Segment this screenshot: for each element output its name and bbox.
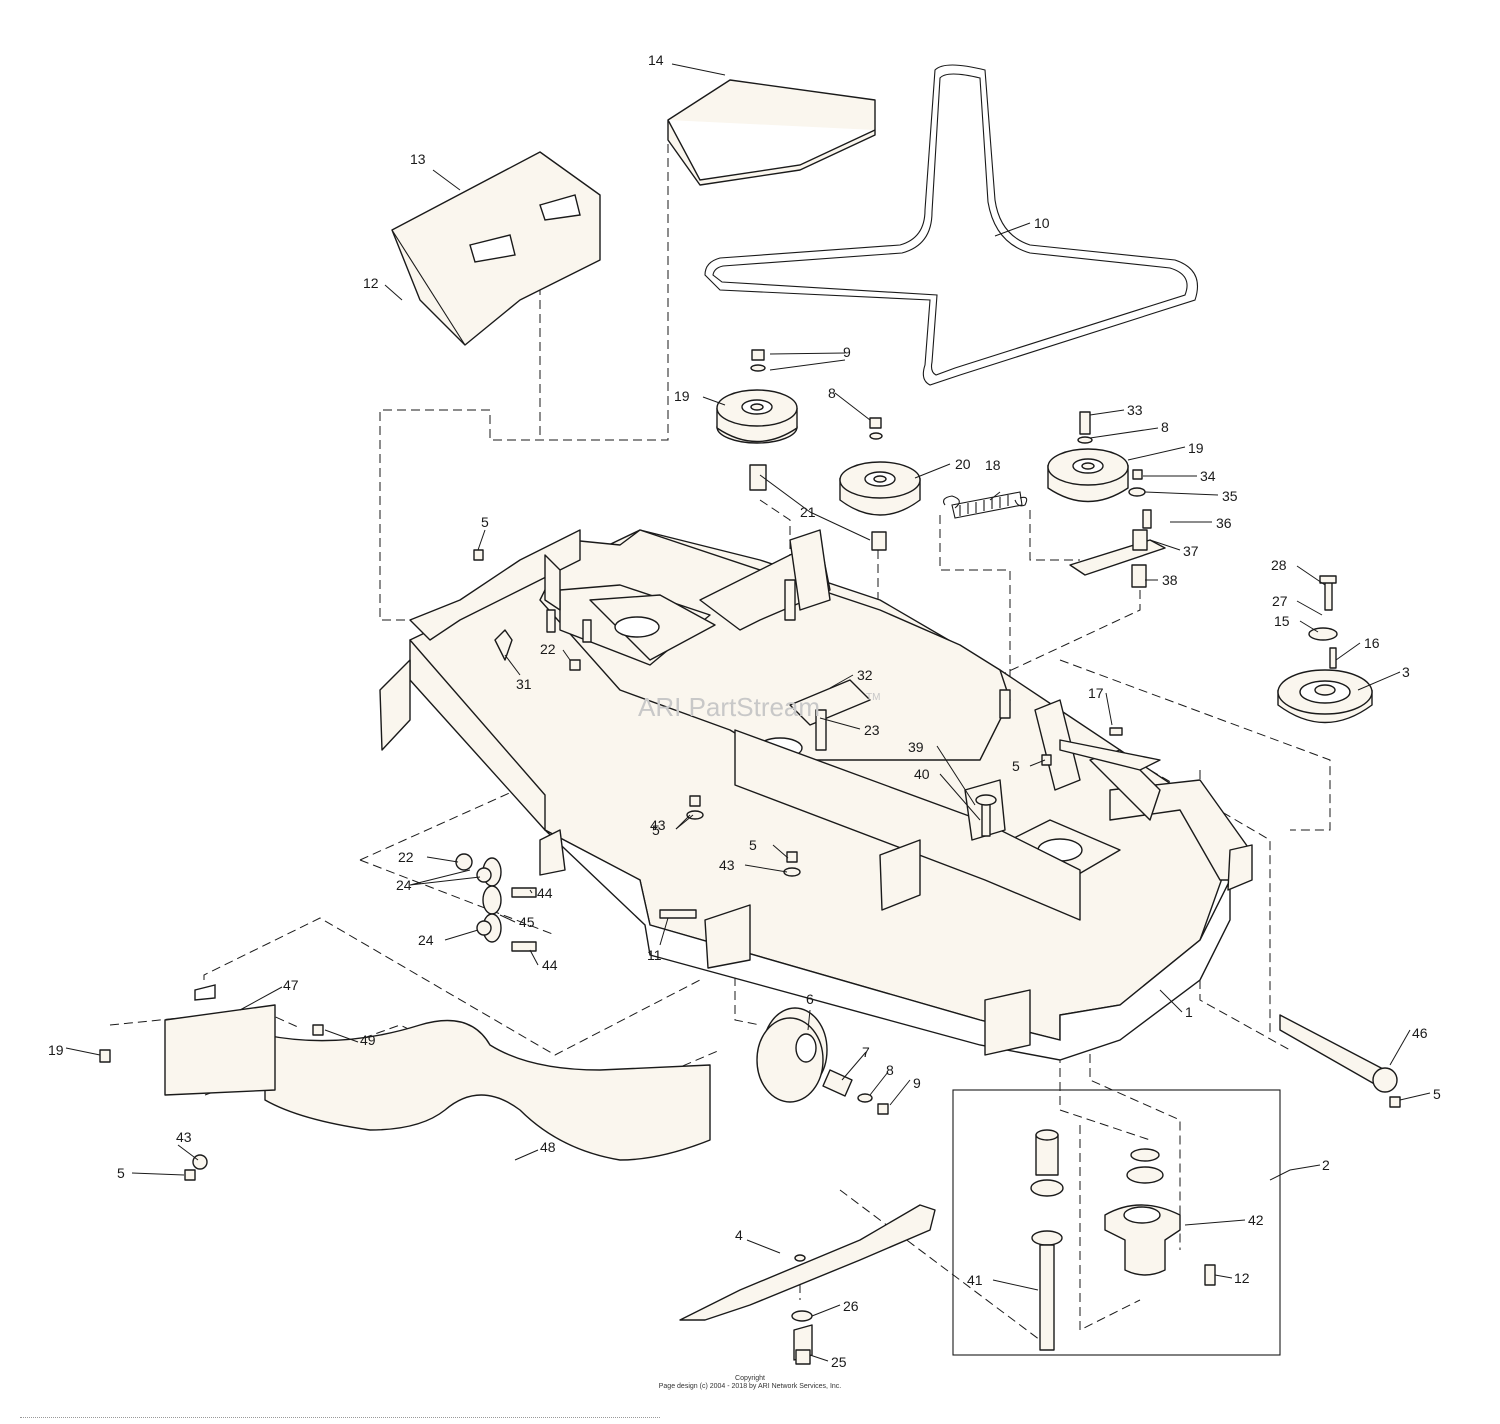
callout-44a: 44: [537, 885, 553, 901]
belt-cover-left: [391, 151, 601, 346]
drive-belt: [704, 64, 1199, 386]
callout-leaders: [65, 63, 1431, 1362]
callout-11: 11: [647, 947, 662, 963]
discharge-deflector: [99, 984, 711, 1181]
callout-9: 9: [843, 344, 851, 360]
callout-labels: 14 13 12 10 9 8 19 20 21 18 33 8 19 34 3…: [48, 52, 1441, 1370]
callout-5b: 5: [1012, 758, 1020, 774]
page-design-notice: Page design (c) 2004 - 2018 by ARI Netwo…: [658, 1383, 842, 1390]
watermark: ARI PartStream: [638, 692, 820, 722]
callout-5f: 5: [117, 1165, 125, 1181]
callout-18: 18: [985, 457, 1001, 473]
callout-37: 37: [1183, 543, 1199, 559]
callout-5d: 5: [749, 837, 757, 853]
callout-43c: 43: [176, 1129, 192, 1145]
callout-31: 31: [516, 676, 532, 692]
idler-pulley-right: [1047, 448, 1166, 588]
callout-8c: 8: [886, 1062, 894, 1078]
callout-25: 25: [831, 1354, 847, 1370]
callout-2: 2: [1322, 1157, 1330, 1173]
callout-5e: 5: [1433, 1086, 1441, 1102]
deck-shell: [379, 529, 1253, 1061]
callout-27: 27: [1272, 593, 1288, 609]
callout-44b: 44: [542, 957, 558, 973]
callout-26: 26: [843, 1298, 859, 1314]
callout-40: 40: [914, 766, 930, 782]
callout-9b: 9: [913, 1075, 921, 1091]
callout-6: 6: [806, 991, 814, 1007]
callout-39: 39: [908, 739, 924, 755]
belt-cover-front: [667, 79, 876, 186]
watermark-tm: TM: [866, 692, 880, 703]
callout-19c: 19: [48, 1042, 64, 1058]
copyright-label: Copyright: [735, 1375, 765, 1382]
callout-35: 35: [1222, 488, 1238, 504]
hardware: [455, 349, 1401, 1115]
callout-1: 1: [1185, 1004, 1193, 1020]
idler-spring: [943, 491, 1028, 519]
callout-38: 38: [1162, 572, 1178, 588]
idler-pulley-left: [716, 389, 798, 491]
callout-10: 10: [1034, 215, 1050, 231]
callout-12b: 12: [1234, 1270, 1250, 1286]
callout-5a: 5: [481, 514, 489, 530]
callout-46: 46: [1412, 1025, 1428, 1041]
callout-49: 49: [360, 1032, 376, 1048]
callout-36: 36: [1216, 515, 1232, 531]
callout-16: 16: [1364, 635, 1380, 651]
callout-3: 3: [1402, 664, 1410, 680]
spindle-pulley: [1277, 575, 1373, 724]
callout-33: 33: [1127, 402, 1143, 418]
callout-45: 45: [519, 914, 535, 930]
callout-21: 21: [800, 504, 816, 520]
callout-43b: 43: [719, 857, 735, 873]
callout-19: 19: [674, 388, 690, 404]
callout-12: 12: [363, 275, 379, 291]
callout-34: 34: [1200, 468, 1216, 484]
callout-41: 41: [967, 1272, 983, 1288]
callout-14: 14: [648, 52, 664, 68]
callout-22b: 22: [398, 849, 414, 865]
callout-19b: 19: [1188, 440, 1204, 456]
callout-13: 13: [410, 151, 426, 167]
callout-48: 48: [540, 1139, 556, 1155]
callout-43a: 43: [650, 817, 666, 833]
callout-20: 20: [955, 456, 971, 472]
callout-4: 4: [735, 1227, 743, 1243]
footer-divider: [20, 1417, 660, 1418]
callout-47: 47: [283, 977, 299, 993]
callout-8b: 8: [1161, 419, 1169, 435]
callout-23: 23: [864, 722, 880, 738]
idler-pulley-center: [839, 461, 921, 551]
callout-22a: 22: [540, 641, 556, 657]
callout-8: 8: [828, 385, 836, 401]
callout-15: 15: [1274, 613, 1290, 629]
callout-32: 32: [857, 667, 873, 683]
callout-7: 7: [862, 1044, 870, 1060]
callout-28: 28: [1271, 557, 1287, 573]
callout-24a: 24: [396, 877, 412, 893]
callout-24b: 24: [418, 932, 434, 948]
callout-5c: 5: [652, 822, 660, 838]
callout-42: 42: [1248, 1212, 1264, 1228]
mower-blade: [679, 1204, 936, 1365]
callout-17: 17: [1088, 685, 1104, 701]
spindle-assembly-box: [952, 1089, 1281, 1356]
